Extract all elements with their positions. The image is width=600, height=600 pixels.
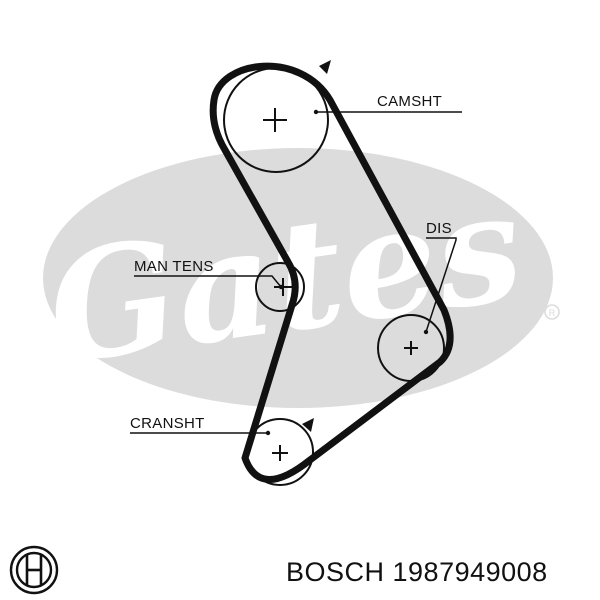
- watermark-ellipse: [43, 148, 553, 408]
- part-number-caption: BOSCH 1987949008: [286, 557, 548, 587]
- bosch-logo-icon: [9, 545, 59, 595]
- timing-belt: [209, 62, 454, 483]
- crankshaft-center-icon: [272, 445, 288, 461]
- center-marks: [263, 108, 418, 461]
- label-dots: [265, 109, 429, 436]
- crankshaft-timing-mark-icon: [302, 418, 314, 432]
- timing-marks: [302, 60, 331, 432]
- label-man-tens: MAN TENS: [134, 258, 214, 275]
- leader-lines: [130, 111, 462, 434]
- registered-mark-icon: R: [544, 304, 560, 320]
- svg-text:R: R: [549, 308, 556, 318]
- distributor-leader: [425, 237, 457, 333]
- camshaft-center-icon: [263, 108, 287, 132]
- distributor-center-icon: [404, 341, 418, 355]
- label-crankshaft: CRANSHT: [130, 415, 205, 432]
- label-camshaft: CAMSHT: [377, 93, 442, 110]
- label-distributor: DIS: [426, 220, 452, 237]
- gates-watermark: Gates R: [38, 148, 560, 408]
- camshaft-timing-mark-icon: [319, 60, 331, 74]
- man-tens-pulley: [255, 262, 305, 312]
- man-tens-leader: [134, 275, 282, 288]
